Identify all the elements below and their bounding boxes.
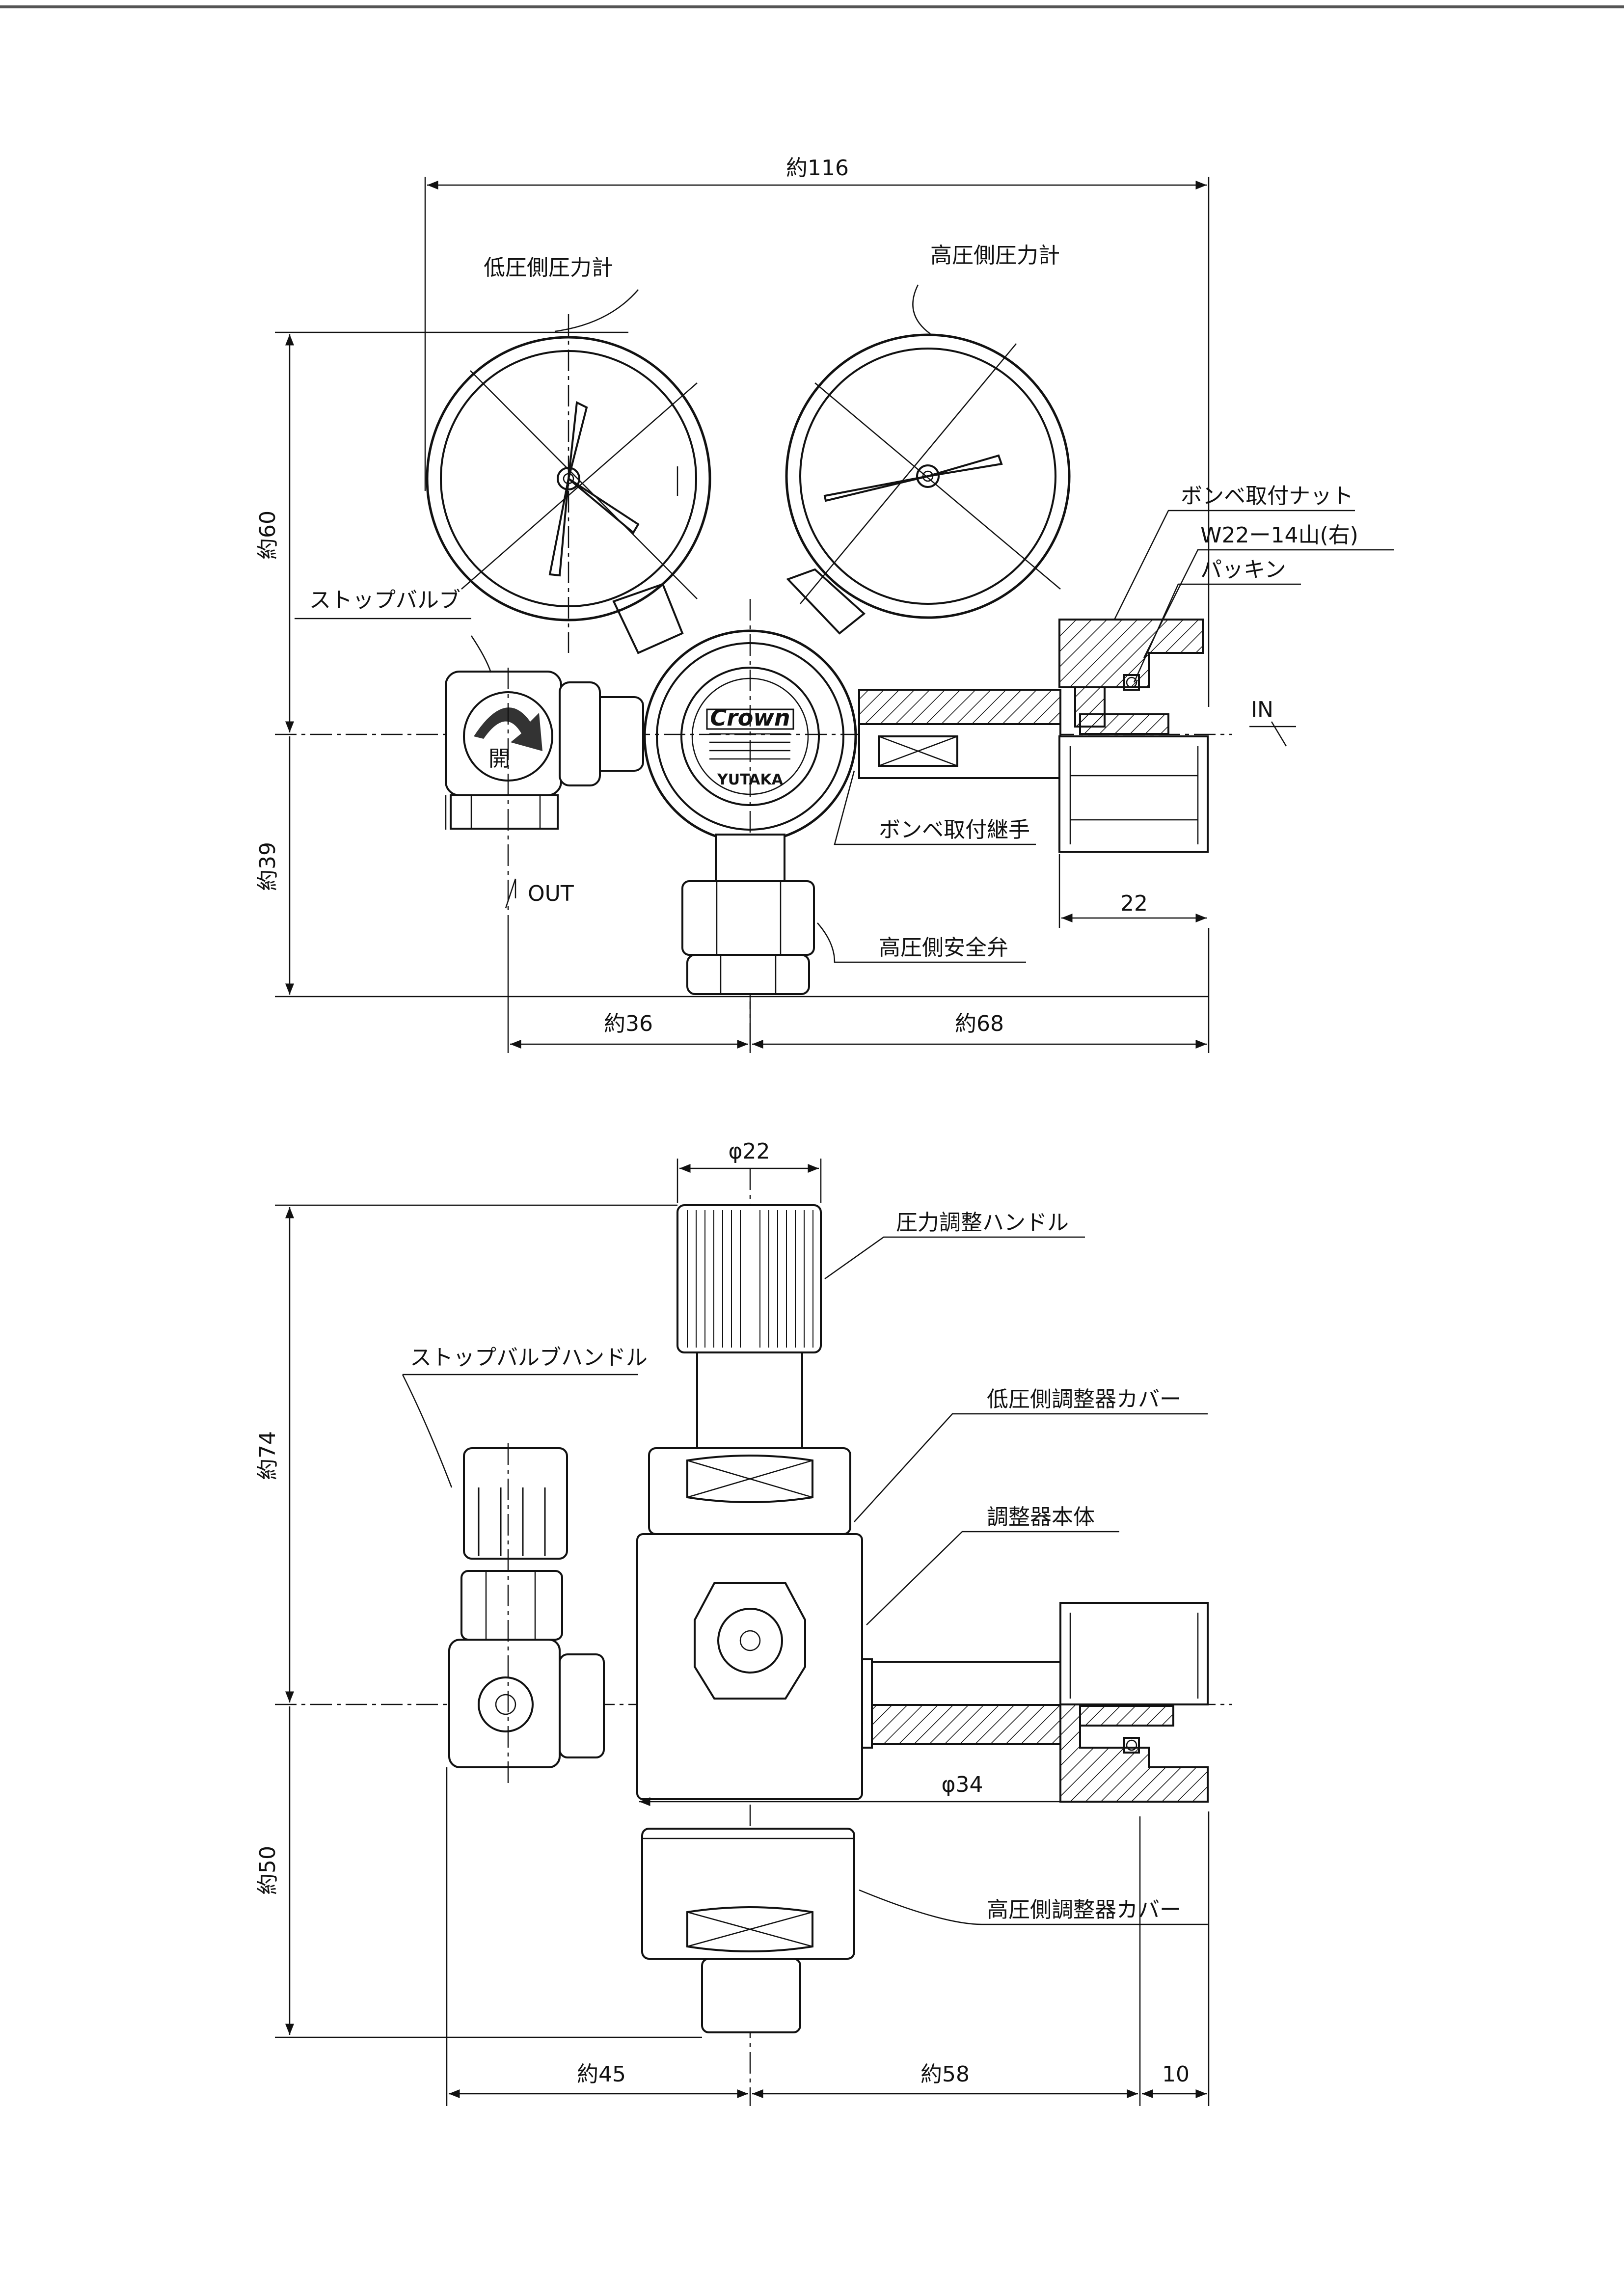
dim-side-bottom: 約45 約58 10: [446, 1767, 1207, 2106]
dim-lower-height: 約39: [255, 736, 1209, 998]
side-view: φ22 約74 約50: [255, 1139, 1232, 2106]
dim-body-diameter: φ34: [639, 1772, 1139, 1806]
cylinder-nut: 22 ボンベ取付ナット W22ー14山(右) パッキン: [1058, 484, 1394, 928]
low-pressure-cover-label: 低圧側調整器カバー: [987, 1387, 1181, 1412]
safety-valve: 高圧側安全弁: [681, 880, 1026, 995]
top-view: 約116 約60 約39: [255, 156, 1394, 1053]
high-pressure-gauge-label: 高圧側圧力計: [930, 243, 1060, 268]
high-pressure-cover: 高圧側調整器カバー: [641, 1828, 1208, 2033]
high-pressure-gauge: 高圧側圧力計: [785, 243, 1071, 635]
stop-valve-label: ストップバルブ: [309, 588, 460, 613]
regulator-body: 調整器本体: [636, 1505, 1119, 1800]
cylinder-joint-label: ボンベ取付継手: [879, 817, 1030, 842]
upper-height-text: 約74: [255, 1431, 280, 1480]
side-cylinder-joint: [861, 1658, 1061, 1749]
overall-width-text: 約116: [786, 156, 849, 181]
side-cylinder-nut: [1059, 1602, 1210, 2106]
cylinder-joint: ボンベ取付継手: [834, 689, 1061, 845]
body-diameter-text: φ34: [941, 1772, 983, 1797]
inlet-label: IN: [1251, 697, 1273, 722]
dim-gauge-height: 約60: [255, 331, 628, 732]
dim-lower-height: 約50: [255, 1706, 702, 2038]
handle-diameter-text: φ22: [728, 1139, 770, 1164]
lower-height-text: 約50: [255, 1846, 280, 1895]
side-left-offset-text: 約45: [577, 2062, 626, 2087]
dim-handle-diameter: φ22: [677, 1139, 822, 1203]
inlet-marker: IN: [1249, 697, 1296, 747]
low-pressure-gauge: 低圧側圧力計: [426, 255, 711, 654]
low-pressure-gauge-label: 低圧側圧力計: [484, 255, 613, 280]
pressure-handle-label: 圧力調整ハンドル: [896, 1210, 1069, 1235]
outlet-label: OUT: [528, 881, 574, 906]
valve-marking-text: 開: [488, 746, 510, 771]
dim-bottom-offsets: 約36 約68: [507, 923, 1210, 1053]
stop-valve: 開 ストップバルブ: [295, 588, 644, 923]
cylinder-nut-label: ボンベ取付ナット: [1181, 484, 1353, 509]
side-right-offset-text: 約58: [920, 2062, 970, 2087]
outlet-marker: OUT: [505, 878, 574, 909]
side-nut-width-text: 10: [1162, 2062, 1190, 2087]
low-pressure-cover: 低圧側調整器カバー: [648, 1387, 1208, 1535]
left-offset-text: 約36: [604, 1011, 653, 1036]
gauge-height-text: 約60: [255, 511, 280, 560]
high-pressure-cover-label: 高圧側調整器カバー: [987, 1897, 1181, 1922]
regulator-badge: Crown YUTAKA: [643, 599, 857, 1051]
lower-height-text: 約39: [255, 842, 280, 891]
stop-valve-handle-label: ストップバルブハンドル: [410, 1345, 648, 1370]
regulator-body-label: 調整器本体: [987, 1505, 1095, 1530]
packing-label: パッキン: [1200, 557, 1286, 582]
pressure-handle: 圧力調整ハンドル: [677, 1204, 1085, 1449]
safety-valve-label: 高圧側安全弁: [879, 935, 1008, 960]
nut-width-text: 22: [1120, 891, 1148, 916]
stop-valve-handle: ストップバルブハンドル: [402, 1345, 648, 1787]
dim-overall-width: 約116: [424, 156, 1210, 707]
dim-upper-height: 約74: [255, 1204, 677, 1702]
thread-spec-label: W22ー14山(右): [1200, 523, 1358, 548]
right-offset-text: 約68: [955, 1011, 1004, 1036]
